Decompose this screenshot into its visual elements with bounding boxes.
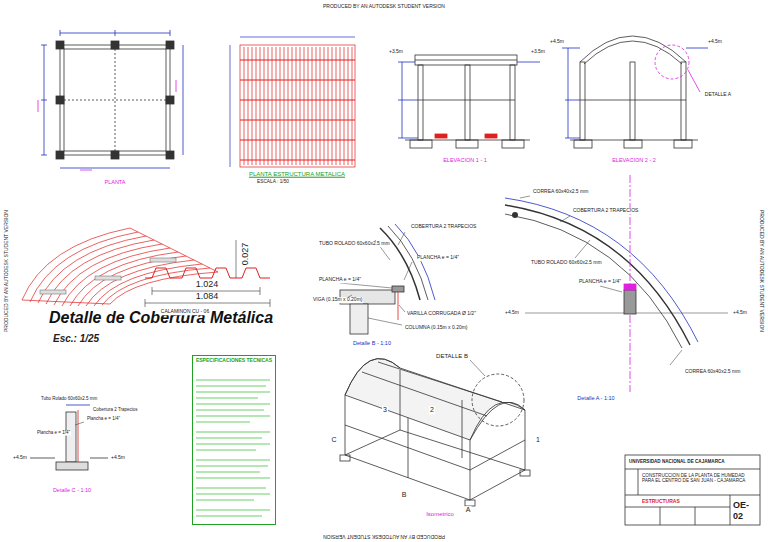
detail-a (505, 175, 728, 392)
drawing-label: PLANTA (104, 179, 127, 185)
watermark: PRODUCED BY AN AUTODESK STUDENT VERSION (758, 209, 764, 333)
drawing-label: 1.084 (195, 292, 220, 302)
drawing-label: Plancha e = 1/4" (36, 431, 71, 436)
sheet-number: OE-02 (731, 497, 759, 524)
drawing-label: CALAMINON CU - 06 (160, 309, 210, 315)
drawing-label: A (465, 506, 472, 514)
drawing-label: TUBO ROLADO 60x60x2.5 mm (530, 260, 603, 266)
watermark: PRODUCED BY AN AUTODESK STUDENT VERSION (4, 209, 10, 333)
drawing-label: +4.5m (707, 39, 723, 45)
floor-plan (38, 30, 183, 170)
drawing-label: +3.5m (388, 49, 404, 55)
drawing-label: ESCALA : 1/50 (256, 179, 290, 184)
drawing-label: VARILLA CORRUGADA Ø 1/2" (406, 311, 477, 317)
drawing-label: 3 (382, 406, 388, 414)
drawing-label: COLUMNA (0.15m x 0.20m) (404, 325, 469, 331)
node-text: ESPECIFICACIONES TECNICAS (195, 358, 273, 364)
drawing-label: Plancha e = 1/4" (86, 417, 121, 422)
drawing-label: Detalle A - 1:10 (576, 395, 615, 401)
drawing-label: COBERTURA 2 TRAPECIOS (572, 208, 639, 214)
node-text: CONSTRUCCION DE LA PLANTA DE HUMEDAD PAR… (642, 473, 756, 484)
drawing-label: 1 (535, 436, 541, 444)
drawing-label: Isometrico (425, 511, 455, 518)
drawing-label: Tubo Rolado 60x60x2.5 mm (40, 397, 98, 402)
elevation-2 (562, 36, 708, 148)
elevation-1 (398, 55, 540, 148)
drawing-label: B (401, 491, 408, 499)
drawing-label: PRODUCED BY AN AUTODESK STUDENT VERSION (322, 4, 446, 10)
spec-notes-box: ESPECIFICACIONES TECNICAS (192, 355, 276, 525)
drawing-label: +4.5m (549, 39, 565, 45)
title-block-cell: CONSTRUCCION DE LA PLANTA DE HUMEDAD PAR… (640, 471, 758, 493)
spec-text-lines (196, 380, 270, 516)
node-text: ESTRUCTURAS (642, 499, 726, 505)
drawing-label: 2 (429, 406, 435, 414)
drawing-label: PLANCHA e = 1/4" (578, 279, 622, 285)
drawing-label: C (330, 436, 337, 444)
drawing-label: ELEVACION 2 - 2 (611, 157, 657, 163)
title-block-cell: UNIVERSIDAD NACIONAL DE CAJAMARCA (627, 457, 758, 469)
drawing-label: Esc.: 1/25 (52, 333, 100, 344)
title-block (625, 455, 760, 525)
drawing-label: +4.5m (732, 310, 748, 316)
drawing-label: +4.5m (12, 455, 28, 461)
drawing-label: PLANCHA e = 1/4" (318, 277, 362, 283)
node-text: OE-02 (733, 500, 757, 521)
drawing-label: +4.5m (504, 310, 520, 316)
drawing-label: ELEVACION 1 - 1 (442, 157, 488, 163)
detail-c (30, 405, 108, 470)
purlin-supports (40, 258, 176, 294)
node-text: UNIVERSIDAD NACIONAL DE CAJAMARCA (629, 459, 756, 464)
isometric-view (340, 359, 530, 506)
drawing-label: COBERTURA 2 TRAPECIOS (410, 224, 477, 230)
drawing-label: 0.027 (241, 242, 251, 267)
drawing-label: +4.5m (110, 455, 126, 461)
title-block-cell: ESTRUCTURAS (640, 497, 728, 509)
drawing-label: Detalle B - 1:10 (352, 340, 392, 346)
drawing-label: Cobertura 2 Trapecios (92, 408, 139, 413)
drawing-label: VIGA (0.15m x 0.20m) (312, 297, 363, 303)
drawing-label: CORREA 60x40x2.5 mm (532, 189, 589, 195)
drawing-label: 1.024 (195, 280, 220, 290)
drawing-label: PLANTA ESTRUCTURA METALICA (248, 171, 346, 178)
drawing-label: DETALLE A (704, 92, 732, 98)
watermark: PRODUCED BY AN AUTODESK STUDENT VERSION (322, 533, 446, 539)
steel-roof-plan (230, 37, 355, 167)
drawing-label: TUBO ROLADO 60x60x2.5 mm (318, 241, 391, 247)
drawing-label: +3.5m (530, 49, 546, 55)
drawing-label: PLANCHA e = 1/4" (416, 255, 460, 261)
drawing-label: Detalle C - 1:10 (52, 487, 92, 493)
sheet-dimensions (145, 240, 270, 307)
corrugated-sheet (22, 228, 270, 306)
drawing-label: CORREA 60x40x2.5 mm (684, 369, 741, 375)
drawing-label: DETALLE B (435, 353, 469, 360)
